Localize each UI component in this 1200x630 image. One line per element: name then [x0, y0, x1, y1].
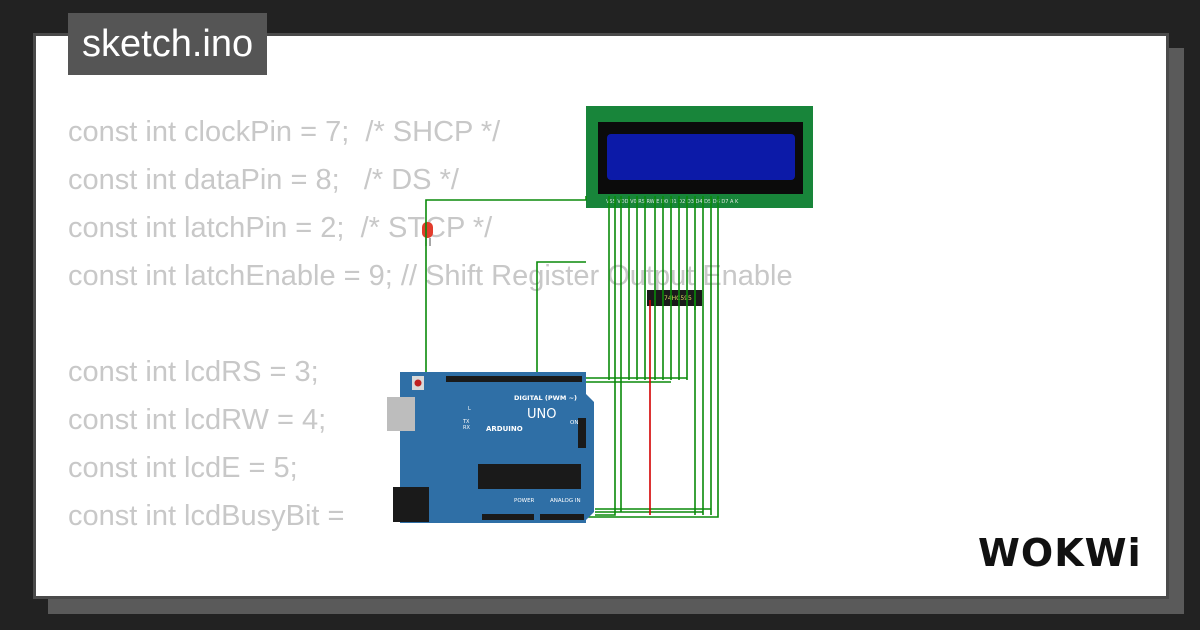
- shift-register-chip: 74HC595: [647, 290, 702, 306]
- lcd-screen: [607, 134, 795, 180]
- chip-label: 74HC595: [664, 295, 692, 302]
- on-label: ON: [570, 420, 578, 426]
- power-header: [482, 514, 534, 520]
- code-line: const int lcdE = 5;: [68, 452, 298, 484]
- code-line: const int lcdCursorCommand[2] = {: [68, 588, 793, 596]
- digital-header: [446, 376, 582, 382]
- uno-label: UNO: [527, 407, 556, 422]
- circuit-diagram: VSS VDD V0 RS RW E D0 D1 D2 D3 D4 D5 D6 …: [387, 106, 813, 523]
- lcd-display: VSS VDD V0 RS RW E D0 D1 D2 D3 D4 D5 D6 …: [586, 106, 813, 208]
- analog-header: [540, 514, 584, 520]
- rx-label: RX: [463, 425, 470, 431]
- l-label: L: [468, 406, 471, 412]
- wokwi-logo: WOKWi: [978, 531, 1142, 574]
- lcd-pin-labels: VSS VDD V0 RS RW E D0 D1 D2 D3 D4 D5 D6 …: [606, 199, 739, 205]
- wokwi-brand-text: WOKWi: [978, 531, 1142, 574]
- code-line: const int clockPin = 7; /* SHCP */: [68, 116, 501, 148]
- code-line: const int dataPin = 8; /* DS */: [68, 164, 459, 196]
- power-label: POWER: [514, 498, 535, 504]
- led: [422, 222, 433, 246]
- code-line: [68, 540, 793, 588]
- arduino-label: ARDUINO: [486, 425, 523, 433]
- code-line: const int lcdRW = 4;: [68, 404, 327, 436]
- analog-label: ANALOG IN: [550, 498, 581, 504]
- digital-label: DIGITAL (PWM ~): [514, 394, 577, 402]
- code-line: const int lcdBusyBit =: [68, 500, 353, 532]
- led-body: [422, 222, 433, 238]
- arduino-uno-board: DIGITAL (PWM ~) UNO ARDUINO ON POWER ANA…: [387, 372, 594, 523]
- atmega-chip: [478, 464, 581, 489]
- sketch-filename-title: sketch.ino: [68, 13, 268, 75]
- code-line: const int lcdRS = 3;: [68, 356, 319, 388]
- code-preview: const int clockPin = 7; /* SHCP */ const …: [68, 108, 793, 596]
- icsp-header: [578, 418, 586, 448]
- tx-label: TX: [462, 419, 470, 425]
- chip-body: [647, 290, 702, 306]
